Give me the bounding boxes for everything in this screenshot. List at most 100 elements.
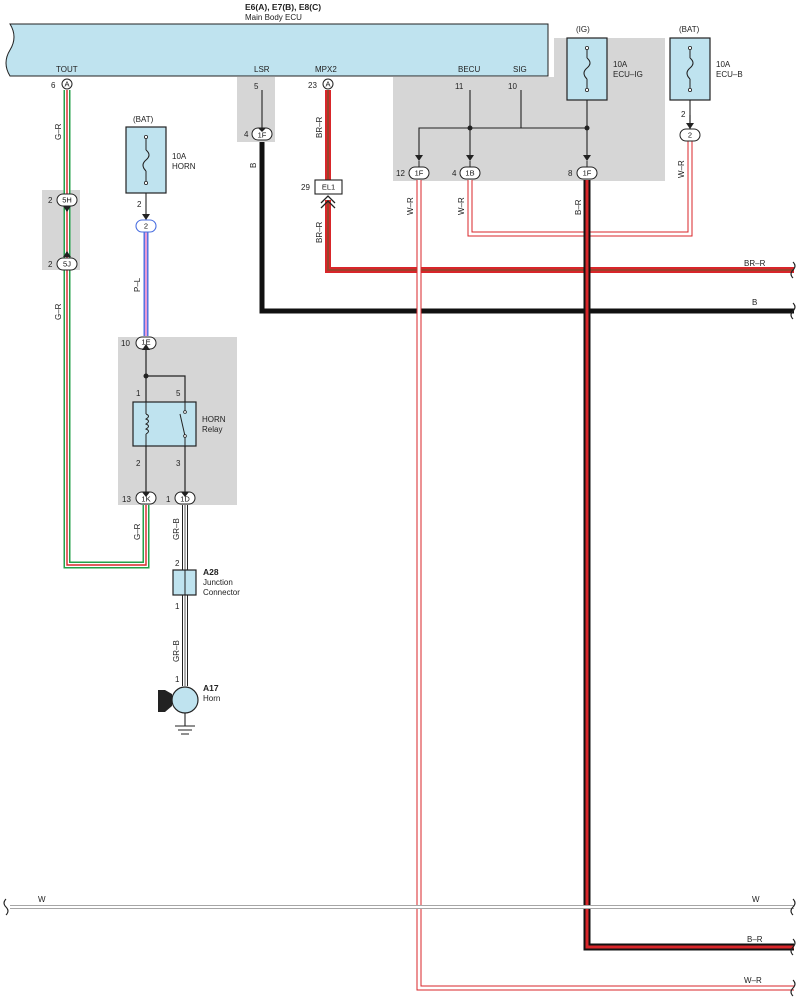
horn-relay: HORN Relay — [132, 401, 226, 447]
terminal-lsr: LSR — [254, 65, 270, 74]
svg-text:P–L: P–L — [133, 277, 142, 292]
becu-sig-shade — [393, 77, 665, 181]
svg-text:3: 3 — [176, 459, 181, 468]
main-body-ecu: E6(A), E7(B), E8(C) Main Body ECU TOUT L… — [5, 2, 549, 77]
connector-1f-left: 1F 12 — [396, 155, 430, 180]
svg-text:B: B — [752, 298, 757, 307]
junction-connector-a28: A28 Junction Connector — [172, 567, 240, 597]
svg-text:GR–B: GR–B — [172, 640, 181, 662]
svg-text:1F: 1F — [583, 169, 592, 178]
svg-text:1K: 1K — [141, 495, 150, 504]
el1-label: EL1 — [322, 183, 335, 192]
svg-text:BR–R: BR–R — [744, 259, 766, 268]
svg-text:1F: 1F — [415, 169, 424, 178]
a28-name-1: Junction — [203, 578, 233, 587]
a28-pin-top: 2 — [175, 559, 180, 568]
becu-pin: 11 — [455, 82, 464, 91]
wire-b-r-1f — [583, 180, 794, 951]
fuse-bat-name: ECU–B — [716, 70, 743, 79]
fuse-ig-name: ECU–IG — [613, 70, 643, 79]
svg-text:2: 2 — [144, 222, 148, 231]
svg-text:A: A — [325, 80, 330, 89]
svg-text:6: 6 — [51, 81, 56, 90]
wires — [10, 90, 794, 991]
connector-a-tout: A 6 — [51, 78, 73, 90]
svg-text:8: 8 — [568, 169, 573, 178]
connector-1k: 1K 13 — [122, 491, 157, 505]
fuse-bat-source: (BAT) — [679, 25, 700, 34]
svg-text:1B: 1B — [465, 169, 474, 178]
svg-text:1: 1 — [136, 389, 141, 398]
sig-pin: 10 — [508, 82, 517, 91]
svg-text:10: 10 — [121, 339, 130, 348]
svg-text:G–R: G–R — [54, 123, 63, 140]
fuse-ecu-b: (BAT) 10A ECU–B — [669, 25, 743, 115]
svg-text:W–R: W–R — [406, 197, 415, 215]
svg-text:2: 2 — [48, 196, 53, 205]
svg-text:W–R: W–R — [677, 160, 686, 178]
wire-b-lsr — [259, 142, 794, 314]
connector-a-mpx2: A 23 — [308, 78, 334, 90]
svg-text:W: W — [38, 895, 46, 904]
connector-2-horn: 2 2 — [135, 200, 157, 233]
a17-code: A17 — [203, 683, 219, 693]
connector-1e: 1E 10 — [121, 336, 157, 350]
relay-sub: Relay — [202, 425, 222, 434]
svg-text:13: 13 — [122, 495, 131, 504]
svg-text:5: 5 — [176, 389, 181, 398]
svg-text:BR–R: BR–R — [315, 221, 324, 243]
connector-5j: 5J 2 — [48, 251, 78, 271]
wire-w-r-1f — [416, 180, 794, 991]
svg-text:W–R: W–R — [457, 197, 466, 215]
svg-text:2: 2 — [48, 260, 53, 269]
lsr-pin: 5 — [254, 82, 259, 91]
svg-text:W: W — [752, 895, 760, 904]
svg-text:5J: 5J — [63, 260, 71, 269]
svg-text:1: 1 — [166, 495, 171, 504]
svg-text:12: 12 — [396, 169, 405, 178]
ecu-name-label: Main Body ECU — [245, 13, 302, 22]
fuse-ig-source: (IG) — [576, 25, 590, 34]
connector-1b: 1B 4 — [452, 155, 481, 180]
junction-dots — [143, 125, 590, 379]
svg-text:B–R: B–R — [574, 199, 583, 215]
fuse-horn-amp: 10A — [172, 152, 187, 161]
svg-text:23: 23 — [308, 81, 317, 90]
svg-text:BR–R: BR–R — [315, 116, 324, 138]
terminal-sig: SIG — [513, 65, 527, 74]
connector-2-ecub: 2 2 — [679, 110, 701, 142]
horn-pin: 1 — [175, 675, 180, 684]
a28-pin-bot: 1 — [175, 602, 180, 611]
svg-text:G–R: G–R — [133, 523, 142, 540]
fuse-ig-amp: 10A — [613, 60, 628, 69]
svg-text:5H: 5H — [62, 196, 72, 205]
relay-name: HORN — [202, 415, 226, 424]
terminal-tout: TOUT — [56, 65, 78, 74]
connector-el1: EL1 29 — [301, 179, 343, 209]
svg-text:B: B — [249, 163, 258, 168]
connector-1f-lsr: 1F 4 — [244, 127, 273, 141]
connector-1d: 1D 1 — [166, 491, 196, 505]
svg-text:1F: 1F — [258, 131, 267, 140]
svg-text:2: 2 — [137, 200, 142, 209]
svg-text:1D: 1D — [180, 495, 190, 504]
terminal-becu: BECU — [458, 65, 480, 74]
a28-name-2: Connector — [203, 588, 240, 597]
fuse-horn-name: HORN — [172, 162, 196, 171]
fuse-bat-amp: 10A — [716, 60, 731, 69]
terminal-mpx2: MPX2 — [315, 65, 337, 74]
svg-text:4: 4 — [244, 130, 249, 139]
fuse-horn: (BAT) 10A HORN — [125, 115, 196, 209]
svg-text:1E: 1E — [141, 338, 150, 347]
svg-text:2: 2 — [688, 131, 692, 140]
svg-text:4: 4 — [452, 169, 457, 178]
a28-code: A28 — [203, 567, 219, 577]
svg-text:W–R: W–R — [744, 976, 762, 985]
connector-5h: 5H 2 — [48, 193, 78, 212]
fuse-horn-source: (BAT) — [133, 115, 154, 124]
svg-text:A: A — [64, 80, 69, 89]
el1-pin: 29 — [301, 183, 310, 192]
wire-labels: G–R G–R P–L B BR–R BR–R W–R W–R B–R W–R … — [38, 116, 766, 985]
horn-a17: A17 Horn — [158, 683, 220, 735]
